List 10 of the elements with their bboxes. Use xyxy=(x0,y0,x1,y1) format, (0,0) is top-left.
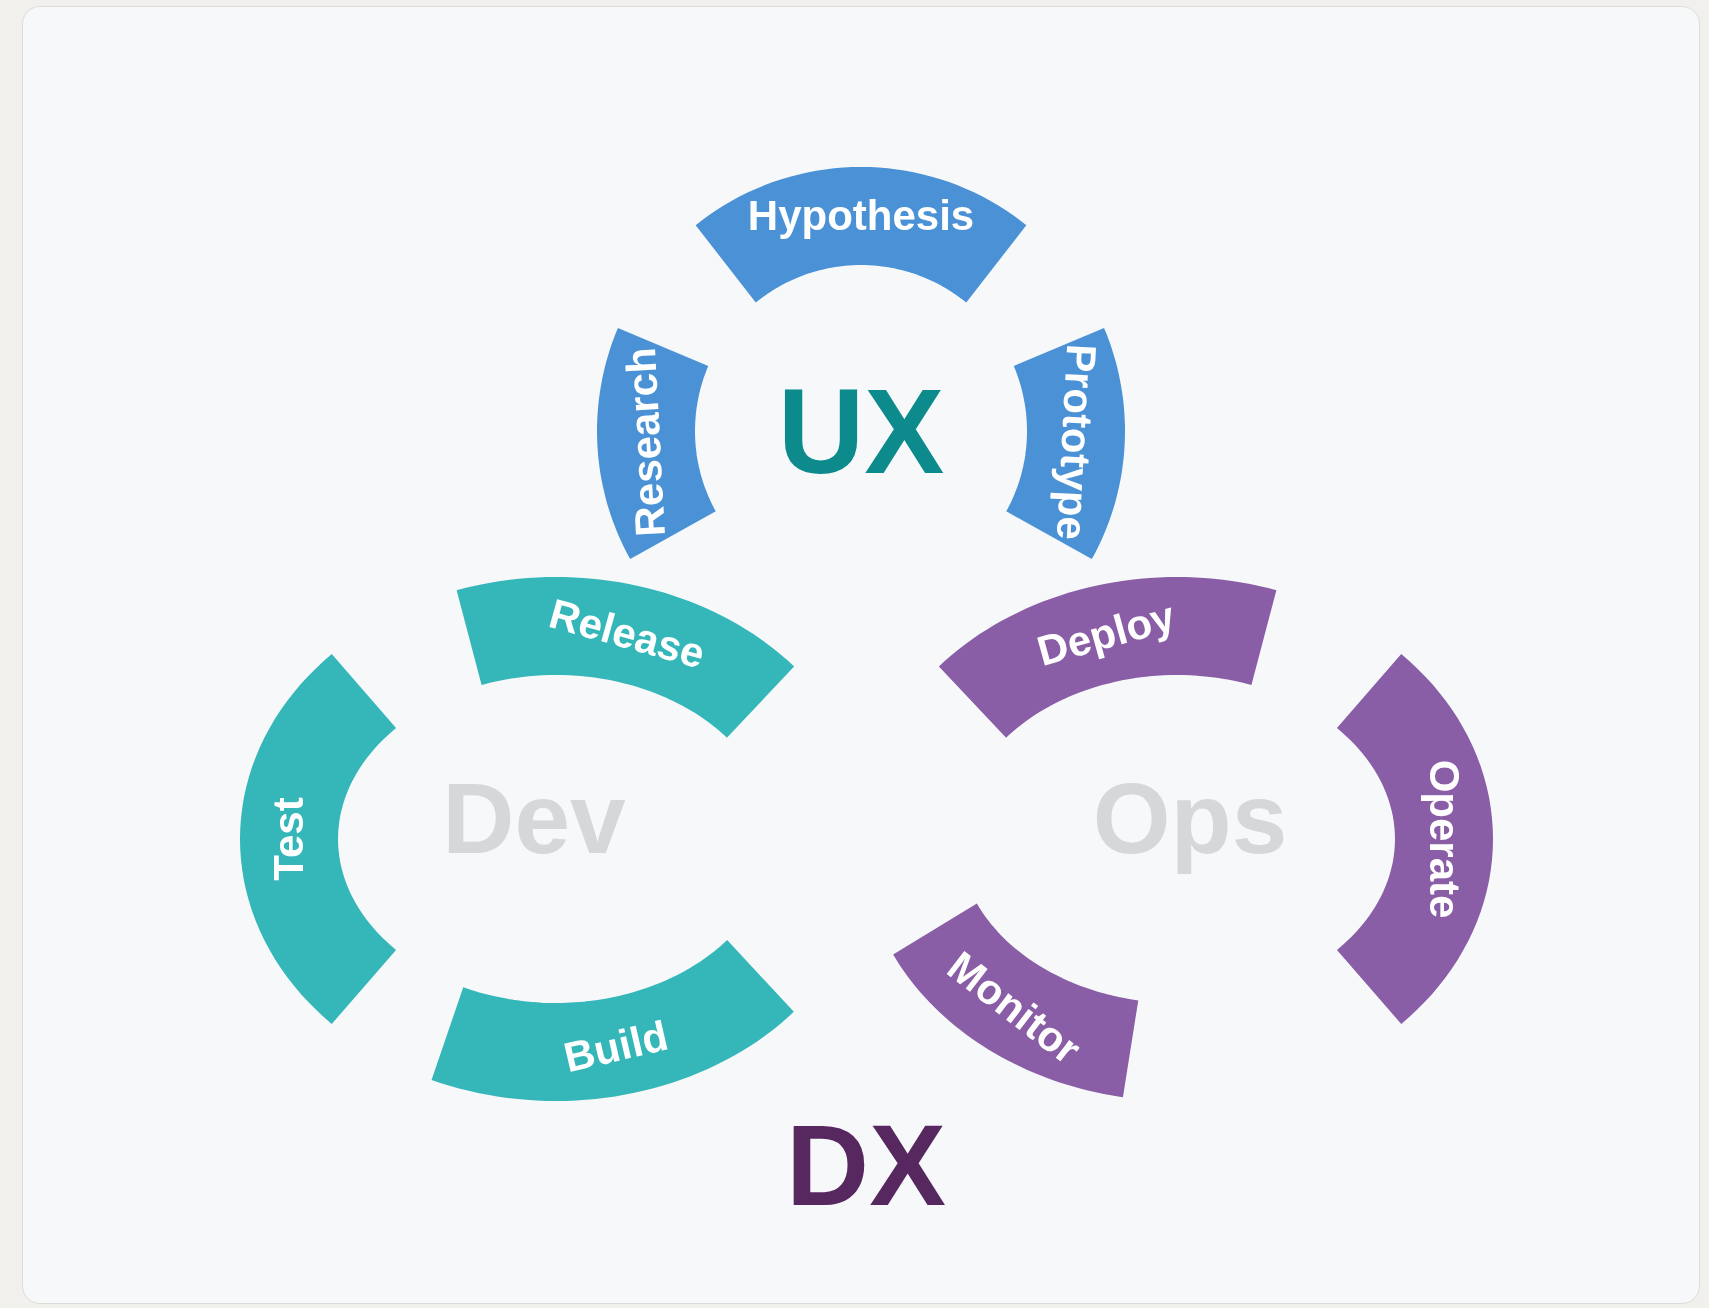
band-label: Research xyxy=(617,346,676,538)
band-label: Operate xyxy=(1420,759,1468,919)
band-label: Prototype xyxy=(1046,343,1105,542)
band-label: Release xyxy=(544,589,711,679)
loop-title: UX xyxy=(777,363,945,500)
band-label: Build xyxy=(559,1011,673,1082)
band-label: Test xyxy=(265,797,313,881)
band-label: Deploy xyxy=(1031,591,1180,676)
band-label: Hypothesis xyxy=(747,192,975,240)
loop-title: DX xyxy=(786,1100,946,1231)
